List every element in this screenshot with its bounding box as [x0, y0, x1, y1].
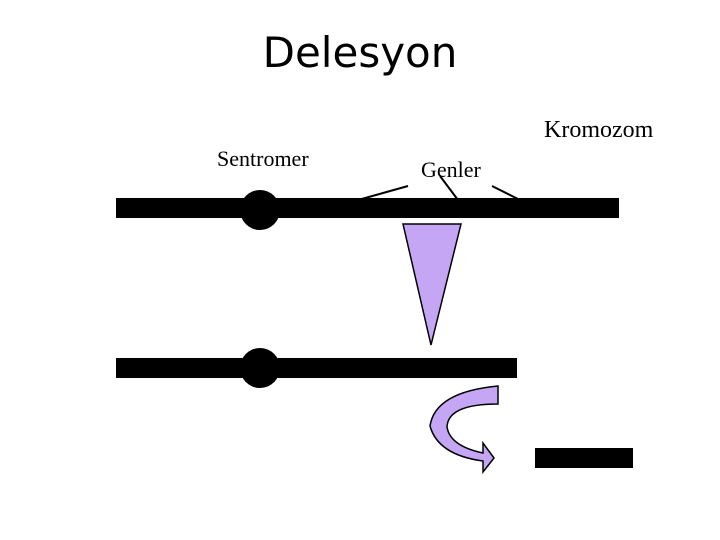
gene-bottom-b: B [217, 358, 232, 380]
gene-top-d: D [343, 199, 359, 221]
gene-bottom-d: D [343, 358, 359, 380]
gene-bottom-a: A [163, 358, 179, 380]
fragment-gene-e: E [541, 448, 554, 470]
gene-bottom-g: G [403, 358, 419, 380]
gene-top-a: A [163, 199, 179, 221]
gene-pointer-lines [358, 176, 520, 200]
gene-top-f: F [461, 199, 473, 221]
centromere-bottom [240, 348, 280, 388]
fragment-gene-f: F [597, 448, 609, 470]
gene-top-b: B [217, 199, 232, 221]
gene-bottom-h: H [461, 358, 477, 380]
gene-bottom-c: C [280, 358, 295, 380]
centromere-top [240, 190, 280, 230]
gene-top-g: G [515, 199, 531, 221]
gene-top-h: H [576, 199, 592, 221]
gene-top-c: C [280, 199, 295, 221]
gene-top-e: E [403, 199, 416, 221]
curved-arrow [430, 386, 498, 472]
deletion-wedge [403, 224, 461, 345]
